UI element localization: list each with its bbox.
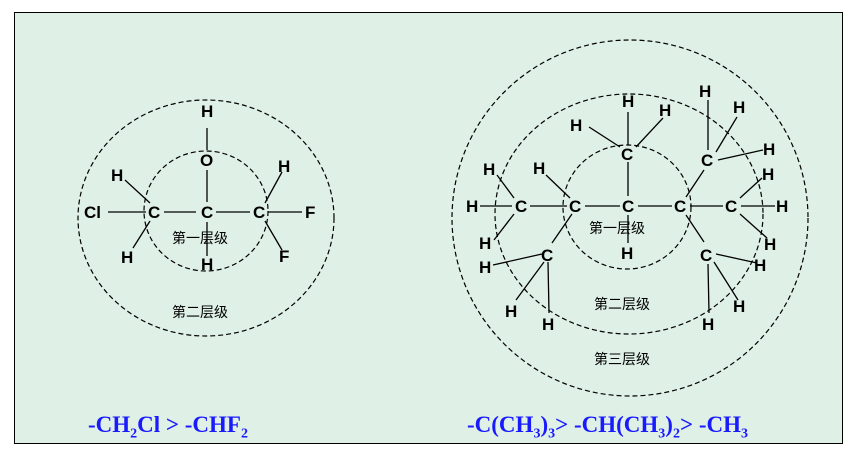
formula-right-part: > -CH (679, 412, 741, 437)
level3-boundary-right (451, 39, 809, 397)
atom-hydrogen: H (754, 256, 766, 275)
formula-right-part: > -CH(CH (555, 412, 659, 437)
formula-right-subscript: 3 (740, 426, 748, 442)
atom-hydrogen: H (542, 315, 554, 334)
level2-label-left: 第二层级 (172, 304, 228, 321)
atom-carbon: C (700, 246, 712, 265)
atom-hydrogen: H (659, 101, 671, 120)
formula-right: -C(CH3)3> -CH(CH3)2> -CH3 (467, 412, 748, 443)
level1-label-right: 第一层级 (589, 220, 645, 237)
formula-right-subscript: 3 (533, 426, 541, 442)
atom-hydrogen: H (733, 297, 745, 316)
atom-cl: Cl (84, 203, 101, 222)
formula-right-part: ) (540, 412, 549, 437)
diagram-frame (14, 12, 843, 444)
atom-o: O (200, 151, 213, 170)
atom-hydrogen: H (483, 160, 495, 179)
atom-hydrogen: H (702, 315, 714, 334)
formula-left-part: -CH (88, 412, 131, 437)
atom-hydrogen: H (699, 82, 711, 101)
formula-right-part: ) (665, 412, 673, 437)
atom-f-right: F (305, 203, 315, 222)
formula-left: -CH2Cl > -CHF2 (88, 412, 248, 443)
atom-h-c1-top: H (111, 166, 123, 185)
atom-carbon: C (674, 197, 686, 216)
level3-label-right: 第三层级 (594, 351, 650, 368)
formula-right-subscript: 3 (548, 426, 556, 442)
atom-carbon: C (621, 145, 633, 164)
level2-boundary-right (494, 93, 764, 335)
atom-hydrogen: H (466, 197, 478, 216)
atom-carbon: C (515, 197, 527, 216)
formula-left-subscript: 2 (241, 426, 248, 442)
left-molecule: Cl C C C O H H H H H F F 第一层级 第二层级 (77, 99, 335, 337)
atom-h-c2-bottom: H (201, 255, 213, 274)
level2-label-right: 第二层级 (594, 296, 650, 313)
atom-carbon: C (569, 197, 581, 216)
atom-hydrogen: H (622, 92, 634, 111)
right-molecule: C C C C C C C C C H H H H H H H H H H H … (451, 39, 809, 397)
formula-left-subscript: 2 (130, 426, 138, 442)
formula-right-subscript: 3 (658, 426, 666, 442)
atom-hydrogen: H (621, 244, 633, 263)
atom-carbon: C (622, 197, 634, 216)
atom-h-c1-bottom: H (121, 248, 133, 267)
atom-c1: C (148, 203, 160, 222)
atom-h-o: H (201, 102, 213, 121)
level1-label-left: 第一层级 (172, 230, 228, 247)
atom-carbon: C (725, 197, 737, 216)
level2-boundary-left (77, 99, 335, 337)
formula-right-part: -C(CH (467, 412, 534, 437)
atom-carbon: C (541, 246, 553, 265)
atom-hydrogen: H (533, 159, 545, 178)
atom-hydrogen: H (570, 116, 582, 135)
atom-hydrogen: H (764, 235, 776, 254)
formula-right-subscript: 2 (672, 426, 680, 442)
atom-hydrogen: H (505, 302, 517, 321)
atom-hydrogen: H (762, 165, 774, 184)
atom-carbon: C (701, 151, 713, 170)
atom-c3: C (253, 203, 265, 222)
level1-boundary-right (562, 144, 692, 270)
atom-c2: C (201, 203, 213, 222)
atom-hydrogen: H (776, 197, 788, 216)
atom-h-c3-top: H (278, 157, 290, 176)
atom-hydrogen: H (733, 98, 745, 117)
atom-hydrogen: H (479, 234, 491, 253)
level1-boundary-left (143, 150, 269, 272)
atom-f-bottom: F (279, 247, 289, 266)
atom-hydrogen: H (479, 258, 491, 277)
atom-hydrogen: H (763, 140, 775, 159)
formula-left-part: Cl > -CHF (137, 412, 241, 437)
